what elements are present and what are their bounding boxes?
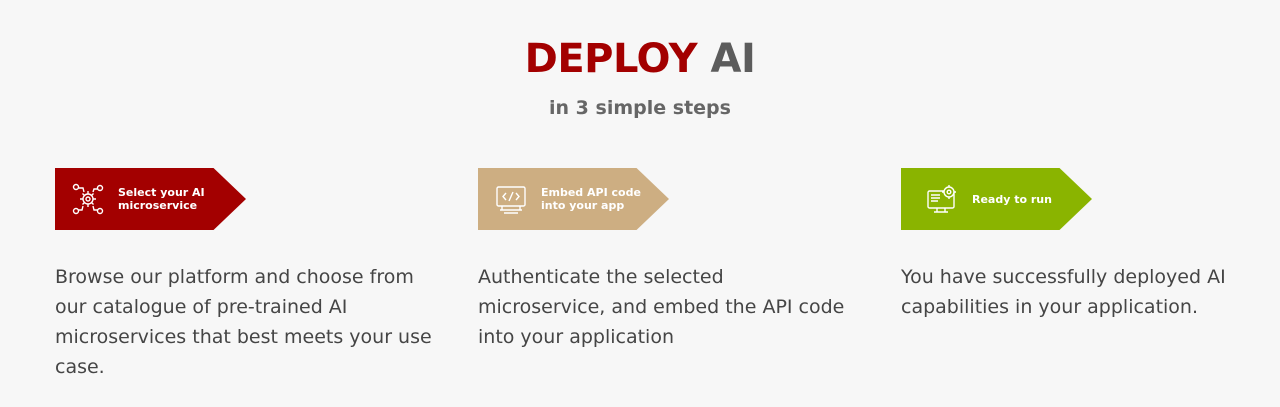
monitor-gear-icon [925,182,959,216]
step-3-label: Ready to run [972,192,1052,206]
step-1: Select your AI microservice Browse our p… [55,168,435,382]
step-2-label: Embed API code into your app [541,186,641,212]
code-monitor-icon [494,182,528,216]
step-3: Ready to run You have successfully deplo… [901,168,1280,322]
step-2: Embed API code into your app Authenticat… [478,168,858,352]
page-title: DEPLOY AI [0,34,1280,84]
page-subtitle: in 3 simple steps [549,97,731,119]
gear-network-icon [71,182,105,216]
step-2-description: Authenticate the selected microservice, … [478,266,845,348]
step-3-badge: Ready to run [901,168,1092,230]
step-2-badge: Embed API code into your app [478,168,669,230]
step-1-badge: Select your AI microservice [55,168,246,230]
step-3-description: You have successfully deployed AI capabi… [901,266,1226,318]
title-rest: AI [710,36,756,82]
step-1-label: Select your AI microservice [118,186,205,212]
step-1-description: Browse our platform and choose from our … [55,266,432,378]
title-accent: DEPLOY [524,36,698,82]
